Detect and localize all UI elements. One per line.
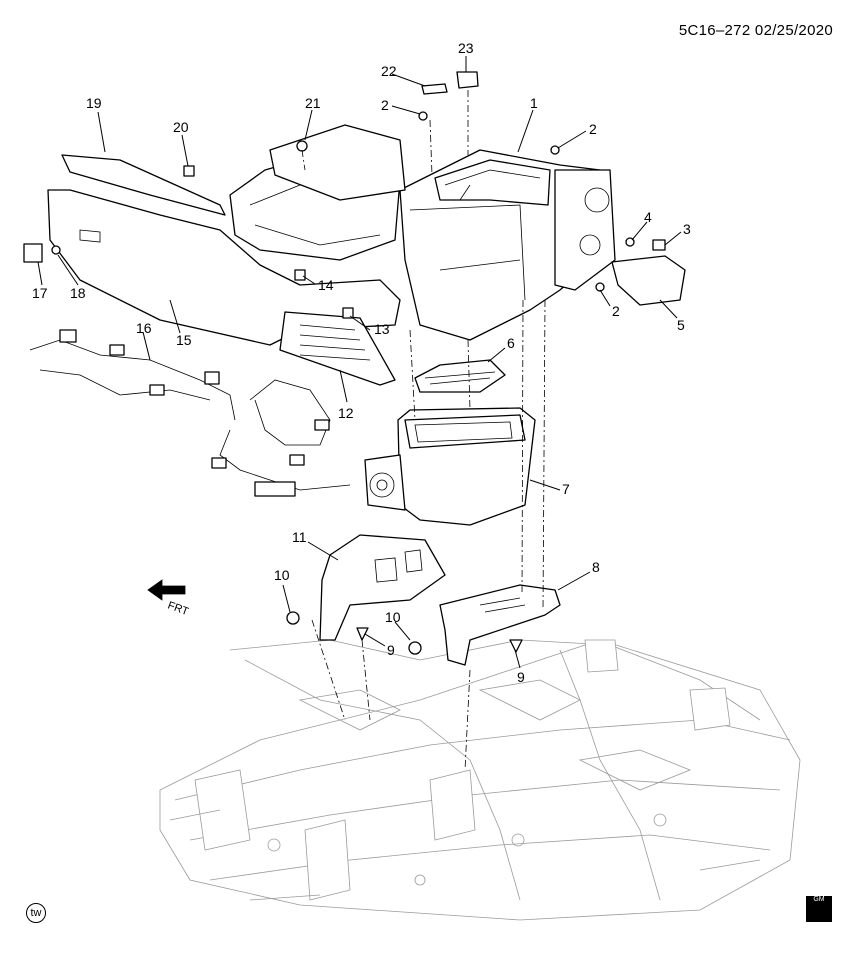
callout-15: 15 bbox=[176, 332, 192, 348]
callout-9a: 9 bbox=[387, 642, 395, 658]
front-direction-label: FRT bbox=[166, 600, 190, 619]
callout-4: 4 bbox=[644, 209, 652, 225]
callout-18: 18 bbox=[70, 285, 86, 301]
gm-logo: GM bbox=[806, 896, 832, 922]
callout-19: 19 bbox=[86, 95, 102, 111]
callout-labels: 1 2 2 2 2 3 4 5 6 7 8 9 9 10 10 11 12 13… bbox=[32, 40, 691, 685]
callout-20: 20 bbox=[173, 119, 189, 135]
leader-lines bbox=[37, 56, 682, 669]
callout-3: 3 bbox=[683, 221, 691, 237]
callout-22: 22 bbox=[381, 63, 397, 79]
storage-bin bbox=[364, 407, 536, 526]
front-direction-arrow: FRT bbox=[147, 579, 190, 619]
callout-6: 6 bbox=[507, 335, 515, 351]
bracket-left bbox=[319, 534, 446, 641]
callout-16: 16 bbox=[136, 320, 152, 336]
callout-2c: 2 bbox=[612, 303, 620, 319]
console-body bbox=[47, 124, 616, 386]
callout-9b: 9 bbox=[517, 669, 525, 685]
callout-2b: 2 bbox=[589, 121, 597, 137]
vehicle-floor-frame bbox=[159, 639, 801, 921]
callout-2a: 2 bbox=[381, 97, 389, 113]
callout-5: 5 bbox=[677, 317, 685, 333]
callout-17: 17 bbox=[32, 285, 48, 301]
callout-10b: 10 bbox=[385, 609, 401, 625]
callout-14: 14 bbox=[318, 277, 334, 293]
callout-8: 8 bbox=[592, 559, 600, 575]
callout-1: 1 bbox=[530, 95, 538, 111]
callout-7: 7 bbox=[562, 481, 570, 497]
alignment-lines bbox=[301, 90, 546, 771]
callout-10a: 10 bbox=[274, 567, 290, 583]
tw-badge: tw bbox=[26, 903, 46, 923]
callout-23: 23 bbox=[458, 40, 474, 56]
diagram-code: 5C16–272 02/25/2020 bbox=[678, 22, 833, 39]
callout-21: 21 bbox=[305, 95, 321, 111]
bracket-right bbox=[439, 584, 561, 666]
bin-mat bbox=[414, 359, 506, 393]
callout-13: 13 bbox=[374, 321, 390, 337]
callout-12: 12 bbox=[338, 405, 354, 421]
callout-11: 11 bbox=[292, 529, 307, 545]
